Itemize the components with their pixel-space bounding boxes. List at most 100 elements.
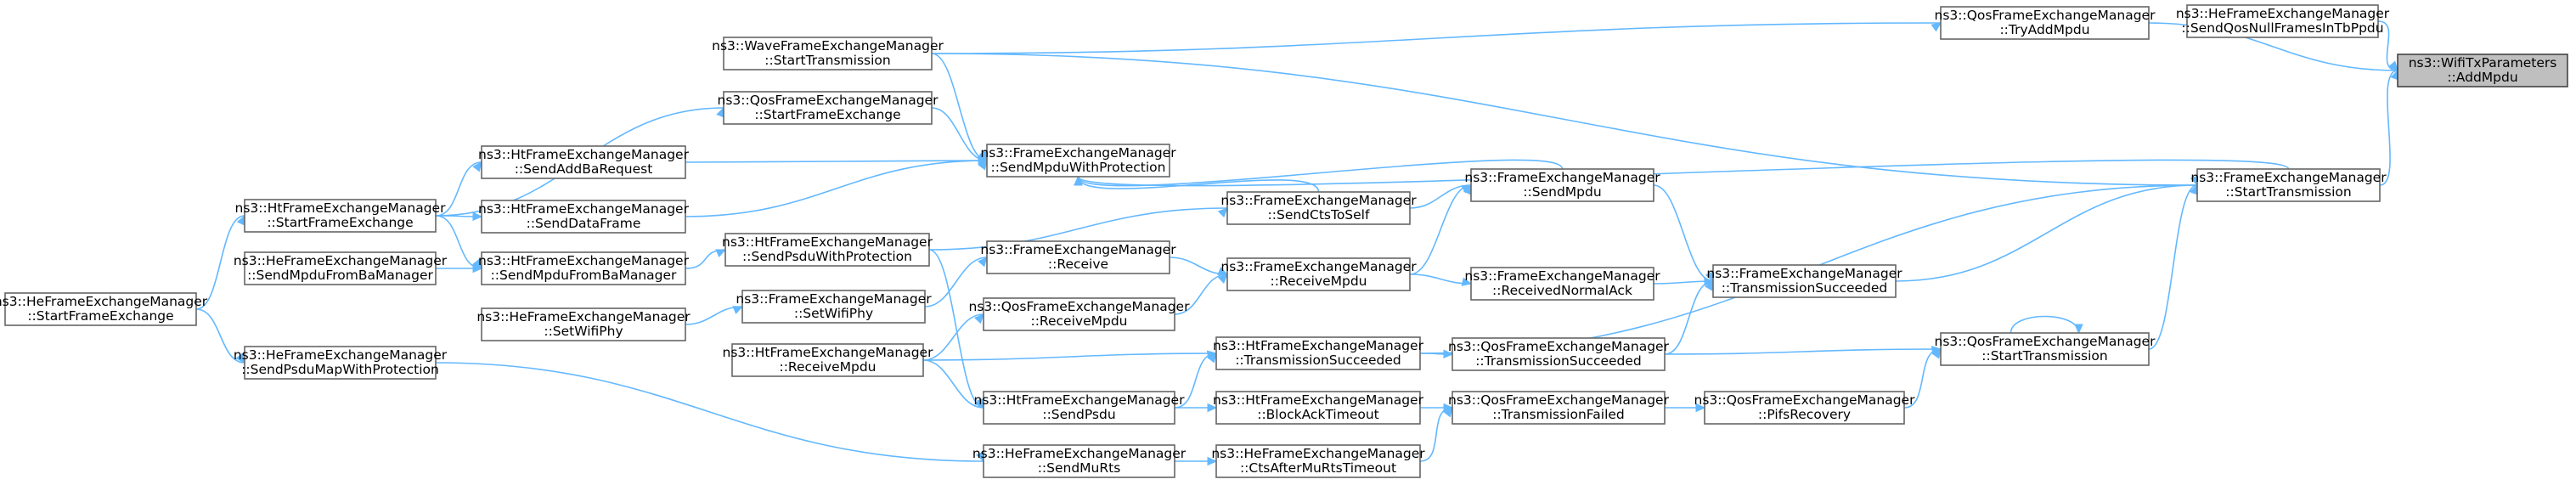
edge-fem-receive-mpdu-to-fem-send-mpdu — [1409, 183, 1472, 275]
node-box — [1451, 337, 1666, 371]
node-label-class: ns3::FrameExchangeManager — [1220, 259, 1417, 274]
edge-line — [1077, 159, 2290, 187]
node-label-class: ns3::FrameExchangeManager — [1220, 193, 1417, 208]
node-ht-send-mpdu-ba[interactable]: ns3::HtFrameExchangeManager::SendMpduFro… — [478, 251, 690, 285]
edge-line — [931, 53, 2198, 186]
node-ht-start-fe[interactable]: ns3::HtFrameExchangeManager::StartFrameE… — [235, 199, 447, 233]
node-ht-send-addba[interactable]: ns3::HtFrameExchangeManager::SendAddBaRe… — [478, 145, 690, 179]
node-label-class: ns3::QosFrameExchangeManager — [1694, 392, 1916, 408]
edge-he-send-mu-rts-to-he-cts-after-mu-rts-timeout — [1174, 456, 1218, 466]
edge-line — [1653, 280, 1714, 285]
node-box — [2397, 54, 2568, 87]
node-he-set-wifi-phy[interactable]: ns3::HeFrameExchangeManager::SetWifiPhy — [476, 307, 691, 341]
node-add-mpdu[interactable]: ns3::WifiTxParameters::AddMpdu — [2397, 54, 2568, 87]
node-fem-send-cts[interactable]: ns3::FrameExchangeManager::SendCtsToSelf — [1220, 191, 1417, 225]
node-label-method: ::ReceiveMpdu — [1270, 274, 1367, 289]
node-fem-recv-normal-ack[interactable]: ns3::FrameExchangeManager::ReceivedNorma… — [1464, 267, 1660, 301]
edge-line — [1664, 348, 1942, 355]
edge-wave-start-tx-to-fem-send-mpdu-wp — [931, 53, 989, 162]
node-label-class: ns3::HeFrameExchangeManager — [234, 347, 448, 363]
edge-arrowhead — [472, 263, 483, 274]
node-he-send-psdu-map-wp[interactable]: ns3::HeFrameExchangeManager::SendPsduMap… — [234, 346, 448, 380]
edge-line — [1077, 176, 1320, 193]
edge-arrowhead — [978, 160, 988, 171]
edge-line — [1895, 184, 2198, 282]
edge-fem-start-tx-to-add-mpdu — [2379, 69, 2399, 186]
node-wave-start-tx[interactable]: ns3::WaveFrameExchangeManager::StartTran… — [712, 37, 944, 70]
node-label-class: ns3::FrameExchangeManager — [1464, 268, 1660, 284]
node-he-send-mu-rts[interactable]: ns3::HeFrameExchangeManager::SendMuRts — [972, 444, 1187, 478]
node-box — [1704, 391, 1905, 425]
node-label-method: ::SendMpduWithProtection — [991, 160, 1166, 175]
node-label-method: ::SetWifiPhy — [794, 306, 873, 321]
edge-arrowhead — [1217, 207, 1228, 218]
node-label-method: ::TransmissionSucceeded — [1235, 352, 1401, 368]
edge-ht-send-data-to-fem-send-mpdu-wp — [685, 160, 988, 217]
node-he-send-qos-null[interactable]: ns3::HeFrameExchangeManager::SendQosNull… — [2176, 4, 2390, 38]
node-label-method: ::SendQosNullFramesInTbPpdu — [2181, 20, 2383, 36]
node-qos-start-fe[interactable]: ns3::QosFrameExchangeManager::StartFrame… — [718, 91, 939, 125]
edge-ht-send-psdu-to-ht-tx-succeeded — [1174, 352, 1217, 409]
node-label-method: ::StartFrameExchange — [267, 215, 413, 230]
node-ht-block-ack-timeout[interactable]: ns3::HtFrameExchangeManager::BlockAckTim… — [1213, 391, 1424, 425]
node-label-class: ns3::QosFrameExchangeManager — [1448, 392, 1670, 408]
node-label-method: ::SendPsduMapWithProtection — [241, 362, 439, 377]
edge-fem-set-wifi-phy-to-fem-receive — [924, 257, 988, 307]
node-qos-receive-mpdu[interactable]: ns3::QosFrameExchangeManager::ReceiveMpd… — [969, 297, 1191, 331]
node-fem-start-tx[interactable]: ns3::FrameExchangeManager::StartTransmis… — [2190, 168, 2387, 202]
edge-arrowhead — [1695, 403, 1706, 413]
node-label-method: ::Receive — [1048, 257, 1108, 272]
node-label-class: ns3::HtFrameExchangeManager — [723, 345, 934, 360]
node-fem-send-mpdu[interactable]: ns3::FrameExchangeManager::SendMpdu — [1464, 168, 1660, 202]
edge-line — [1419, 407, 1453, 462]
node-label-method: ::SendDataFrame — [527, 216, 641, 231]
edge-arrowhead — [1931, 22, 1942, 32]
edge-he-send-psdu-map-wp-to-he-send-mu-rts — [435, 362, 984, 463]
edge-line — [928, 207, 1228, 251]
node-he-send-mpdu-ba[interactable]: ns3::HeFrameExchangeManager::SendMpduFro… — [234, 251, 448, 285]
edge-qos-pifs-recovery-to-qos-start-tx — [1903, 348, 1942, 409]
node-qos-try-add-mpdu[interactable]: ns3::QosFrameExchangeManager::TryAddMpdu — [1935, 6, 2156, 40]
node-label-method: ::TransmissionFailed — [1492, 407, 1625, 422]
node-qos-tx-failed[interactable]: ns3::QosFrameExchangeManager::Transmissi… — [1448, 391, 1670, 425]
node-label-method: ::ReceiveMpdu — [1030, 313, 1127, 329]
edge-arrowhead — [978, 257, 988, 268]
edge-wave-start-tx-to-qos-try-add-mpdu — [931, 22, 1942, 54]
edge-he-set-wifi-phy-to-fem-set-wifi-phy — [685, 306, 744, 325]
node-box — [723, 37, 933, 70]
node-ht-send-data[interactable]: ns3::HtFrameExchangeManager::SendDataFra… — [478, 200, 690, 234]
node-label-class: ns3::HeFrameExchangeManager — [476, 309, 691, 324]
node-fem-send-mpdu-wp[interactable]: ns3::FrameExchangeManager::SendMpduWithP… — [980, 144, 1176, 178]
edge-qos-start-tx-to-fem-start-tx — [2148, 183, 2200, 350]
edge-line — [1653, 184, 1714, 282]
node-box — [1215, 444, 1421, 478]
node-box — [244, 346, 437, 380]
node-ht-receive-mpdu[interactable]: ns3::HtFrameExchangeManager::ReceiveMpdu — [723, 343, 934, 377]
node-fem-receive[interactable]: ns3::FrameExchangeManager::Receive — [980, 240, 1176, 274]
node-qos-tx-succeeded[interactable]: ns3::QosFrameExchangeManager::Transmissi… — [1448, 337, 1670, 371]
node-box — [1215, 336, 1421, 370]
node-ht-send-psdu-wp[interactable]: ns3::HtFrameExchangeManager::SendPsduWit… — [722, 233, 933, 267]
node-box — [983, 297, 1175, 331]
node-label-class: ns3::HeFrameExchangeManager — [1211, 446, 1425, 461]
edge-line — [1409, 274, 1472, 285]
node-he-start-fe[interactable]: ns3::HeFrameExchangeManager::StartFrameE… — [0, 292, 208, 326]
edge-fem-send-mpdu-to-fem-tx-succeeded — [1653, 184, 1714, 283]
edge-arrowhead — [235, 352, 245, 364]
node-qos-pifs-recovery[interactable]: ns3::QosFrameExchangeManager::PifsRecove… — [1694, 391, 1916, 425]
node-he-cts-after-mu-rts-timeout[interactable]: ns3::HeFrameExchangeManager::CtsAfterMuR… — [1211, 444, 1425, 478]
edge-line — [928, 249, 984, 409]
edge-line — [924, 257, 988, 307]
node-fem-set-wifi-phy[interactable]: ns3::FrameExchangeManager::SetWifiPhy — [736, 290, 932, 324]
node-box — [244, 199, 437, 233]
node-label-method: ::ReceiveMpdu — [779, 359, 876, 375]
edge-qos-receive-mpdu-to-fem-receive-mpdu — [1174, 274, 1228, 315]
edge-ht-send-psdu-wp-to-ht-send-psdu — [928, 249, 986, 409]
node-ht-tx-succeeded[interactable]: ns3::HtFrameExchangeManager::Transmissio… — [1213, 336, 1424, 370]
edge-line — [195, 308, 245, 364]
node-fem-receive-mpdu[interactable]: ns3::FrameExchangeManager::ReceiveMpdu — [1220, 257, 1417, 291]
node-qos-start-tx[interactable]: ns3::QosFrameExchangeManager::StartTrans… — [1935, 332, 2156, 366]
node-fem-tx-succeeded[interactable]: ns3::FrameExchangeManager::TransmissionS… — [1706, 264, 1902, 298]
node-box — [1226, 191, 1411, 225]
node-ht-send-psdu[interactable]: ns3::HtFrameExchangeManager::SendPsdu — [974, 391, 1186, 425]
